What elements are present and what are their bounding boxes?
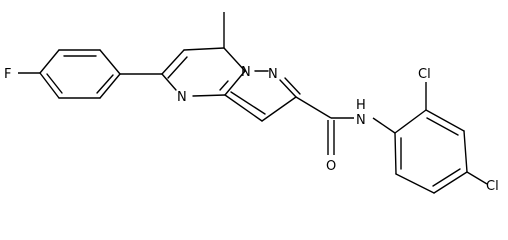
bond-c-cl-para — [466, 171, 488, 185]
fluorophenyl-ring — [39, 49, 121, 99]
dichlorophenyl-ring — [394, 109, 468, 194]
atom-oxygen: O — [326, 159, 336, 174]
bond-n-aryl — [372, 117, 396, 134]
atom-chlorine-ortho: Cl — [418, 67, 431, 82]
molecule-structure: F N N N N H O Cl Cl — [4, 12, 499, 194]
atom-n-pyrimidine: N — [177, 90, 187, 105]
pyrazole-ring — [224, 70, 301, 122]
pyrimidine-ring — [161, 47, 246, 97]
atom-n-pyrazole: N — [268, 67, 278, 82]
atom-chlorine-para: Cl — [486, 179, 499, 194]
atom-n-bridge: N — [241, 65, 251, 80]
atom-fluorine: F — [4, 67, 11, 82]
bond-carbonyl-carbon — [295, 96, 332, 119]
atom-n-amide: N — [356, 113, 366, 128]
atom-h-amide: H — [356, 98, 366, 113]
